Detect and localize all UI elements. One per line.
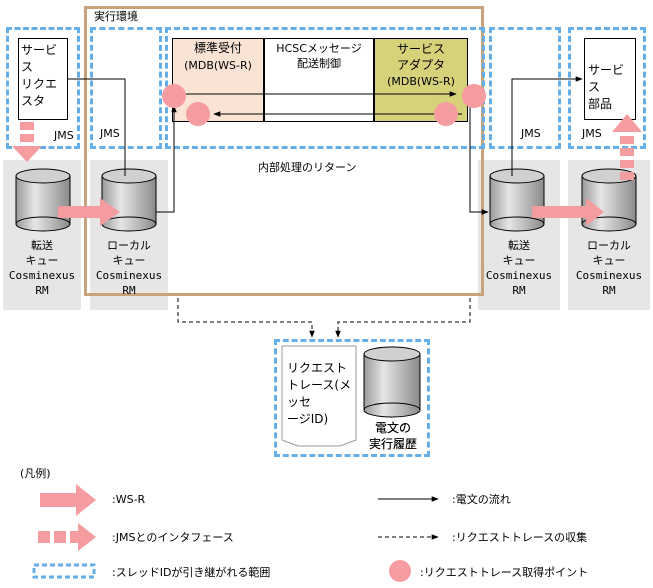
ws-r-arrow-2 bbox=[532, 198, 604, 226]
legend-thread-scope: :スレッドIDが引き継がれる範囲 bbox=[112, 566, 271, 579]
standard-receiver-box bbox=[172, 38, 264, 122]
legend-trace-point: :リクエストトレース取得ポイント bbox=[420, 566, 589, 579]
hcsc-box bbox=[264, 38, 374, 122]
ws-r-arrow-1 bbox=[58, 198, 120, 226]
message-history-cylinder bbox=[363, 346, 421, 418]
request-trace-document bbox=[281, 345, 357, 447]
service-part-jms-label: JMS bbox=[582, 127, 602, 140]
hcsc-line2: 配送制御 bbox=[297, 57, 341, 70]
service-part-box bbox=[584, 38, 636, 120]
legend-title: (凡例) bbox=[20, 467, 51, 480]
thread-scope-env-left bbox=[90, 27, 162, 149]
trace-point bbox=[186, 102, 210, 126]
legend-jms-arrow bbox=[38, 523, 96, 551]
standard-receiver-title: 標準受付 bbox=[193, 41, 242, 55]
service-requester-label: サービス リクエスタ bbox=[21, 43, 58, 108]
service-adapter-title: サービス アダプタ bbox=[396, 42, 445, 72]
thread-scope-client bbox=[6, 27, 80, 149]
internal-return-label: 内部処理のリターン bbox=[258, 161, 357, 174]
flow-line-5 bbox=[469, 104, 489, 215]
legend-thread-scope-box bbox=[32, 563, 96, 579]
message-history-label-overlay: 電文の実行履歴 bbox=[368, 421, 417, 451]
legend-trace-collect: :リクエストトレースの収集 bbox=[452, 531, 588, 544]
legend-trace-point bbox=[389, 560, 411, 582]
jms-arrow-up bbox=[612, 114, 642, 180]
service-adapter-sub: (MDB(WS-R) bbox=[387, 75, 455, 88]
standard-receiver-sub: (MDB(WS-R) bbox=[184, 59, 252, 72]
queue-cylinder-transfer-left bbox=[15, 168, 71, 232]
trace-collect-line-1 bbox=[177, 298, 315, 338]
execution-environment-frame bbox=[84, 6, 484, 296]
execution-environment-label: 実行環境 bbox=[94, 10, 138, 23]
queue-cylinder-local-left bbox=[101, 168, 157, 232]
hcsc-line1: HCSCメッセージ bbox=[276, 42, 362, 55]
env-jms-left-label: JMS bbox=[100, 127, 120, 140]
queue-cylinder-transfer-right bbox=[489, 168, 545, 232]
legend-message-flow: :電文の流れ bbox=[452, 493, 511, 506]
service-part-label: サービス 部品 bbox=[588, 63, 625, 111]
legend-ws-r: :WS-R bbox=[112, 493, 146, 506]
message-history-label: 電文の実行履歴 bbox=[368, 421, 417, 451]
thread-scope-history bbox=[274, 339, 430, 457]
flow-line-1 bbox=[68, 78, 126, 176]
legend-jms-interface: :JMSとのインタフェース bbox=[112, 531, 234, 544]
trace-collect-line-2 bbox=[335, 298, 471, 338]
env-jms-right-label: JMS bbox=[521, 127, 541, 140]
jms-arrow-down bbox=[12, 122, 42, 162]
flow-line-2 bbox=[156, 105, 177, 213]
flow-line-6 bbox=[511, 76, 583, 176]
trace-point bbox=[462, 84, 486, 108]
legend-ws-r-arrow bbox=[40, 484, 96, 516]
trace-point bbox=[434, 102, 458, 126]
thread-scope-service bbox=[568, 27, 646, 149]
thread-scope-env-right bbox=[489, 27, 561, 149]
request-trace-label-overlay: リクエスト トレース(メッセ ージID) bbox=[287, 361, 352, 426]
client-jms-label: JMS bbox=[54, 129, 74, 142]
service-requester-box bbox=[18, 38, 68, 120]
trace-point bbox=[162, 84, 186, 108]
